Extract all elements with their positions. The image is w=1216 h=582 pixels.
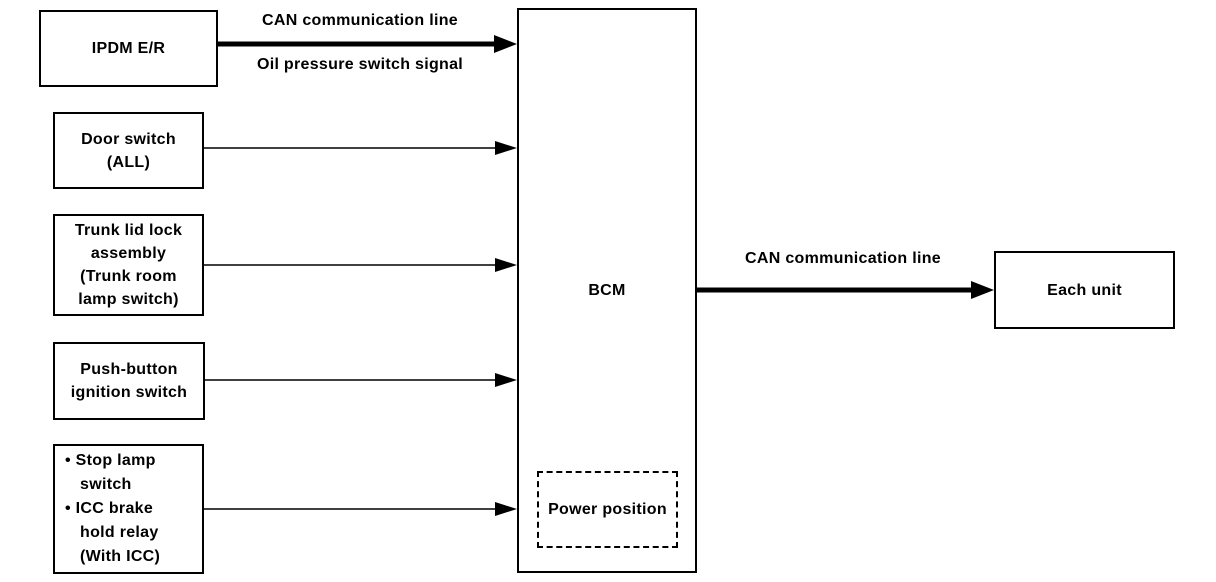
node-power-position: Power position [537,471,678,548]
bullet-line-cont: (With ICC) [80,548,161,565]
node-label: Each unit [1047,281,1122,299]
arrow-door-to-bcm [204,141,517,155]
node-label-line: ignition switch [70,384,188,401]
label-can-communication-line-right: CAN communication line [745,250,941,267]
node-each-unit: Each unit [994,251,1175,329]
label-oil-pressure-switch-signal: Oil pressure switch signal [256,56,464,73]
node-label-line: (Trunk room [80,268,177,285]
node-label-line: assembly [90,245,167,262]
arrow-push-to-bcm [205,373,517,387]
node-ipdm-er: IPDM E/R [39,10,218,87]
bullet-line-cont: hold relay [80,524,159,541]
node-stop-lamp-icc-brake: • Stop lamp switch • ICC brake hold rela… [53,444,204,574]
label-can-communication-line-left: CAN communication line [262,12,458,29]
bullet-line: • ICC brake [65,500,154,517]
node-label: Power position [548,501,667,518]
node-label-line: Push-button [80,361,178,378]
node-label: IPDM E/R [91,40,166,57]
arrow-ipdm-to-bcm [218,35,517,53]
node-bcm: BCM [517,8,697,573]
arrow-stop-to-bcm [204,502,517,516]
node-door-switch: Door switch (ALL) [53,112,204,189]
node-label-line: (ALL) [106,153,151,171]
bullet-line: • Stop lamp [65,452,156,469]
node-label: BCM [588,282,626,299]
arrow-trunk-to-bcm [204,258,517,272]
node-push-button-ignition-switch: Push-button ignition switch [53,342,205,420]
node-label-line: Trunk lid lock [74,222,183,239]
node-trunk-lid-lock-assembly: Trunk lid lock assembly (Trunk room lamp… [53,214,204,316]
arrow-bcm-to-each-unit [697,281,994,299]
node-label-line: Door switch [81,130,176,148]
node-label-line: lamp switch) [78,291,179,308]
bullet-line-cont: switch [80,476,132,493]
